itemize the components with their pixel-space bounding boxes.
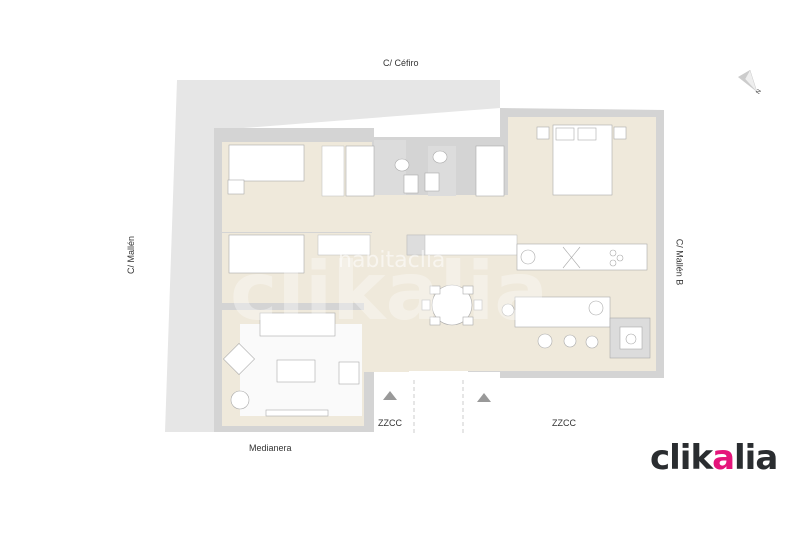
sink — [403, 174, 419, 194]
clikalia-logo: clikalia — [650, 438, 778, 478]
common-zone-label-left: ZZCC — [378, 418, 402, 428]
common-zone-label-right: ZZCC — [552, 418, 576, 428]
north-arrow-icon — [738, 69, 758, 93]
terrace — [165, 80, 500, 432]
beds — [227, 124, 627, 274]
entrance-marker — [383, 391, 397, 400]
medianera-label: Medianera — [249, 443, 292, 453]
living-furniture — [223, 312, 360, 417]
entrance-marker — [477, 393, 491, 402]
sink — [424, 172, 440, 192]
toilet — [394, 158, 410, 172]
street-top-label: C/ Céfiro — [383, 58, 419, 68]
street-left-label: C/ Mallén — [126, 235, 137, 275]
street-right-label: C/ Mallén B — [674, 238, 685, 286]
kitchen-counters — [501, 243, 651, 359]
logo-accent-letter: a — [712, 438, 735, 478]
bathrooms — [321, 140, 505, 197]
dining-table — [421, 284, 483, 326]
toilet — [432, 150, 448, 164]
